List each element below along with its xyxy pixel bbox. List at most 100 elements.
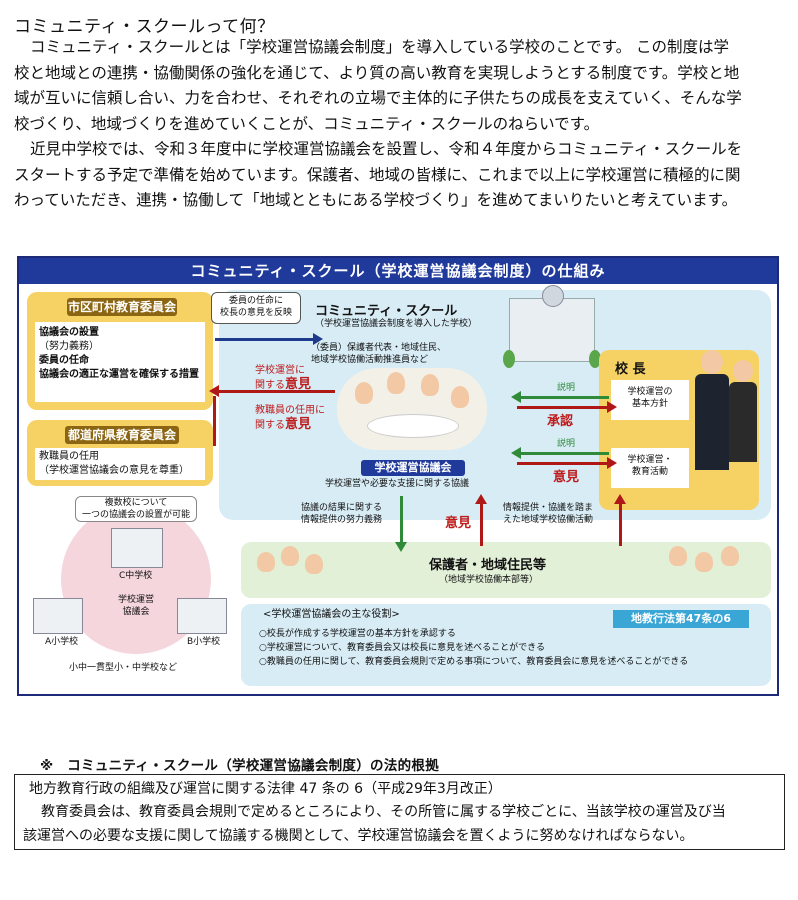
council-illustration (337, 368, 487, 450)
guardian-icon (281, 546, 299, 566)
city-board-label: 市区町村教育委員会 (67, 298, 177, 316)
intro-paragraph-1: コミュニティ・スクールとは「学校運営協議会制度」を導入している学校のことです。 … (14, 35, 789, 137)
cs-title: コミュニティ・スクール (315, 304, 458, 319)
arrow-line (517, 462, 609, 465)
text-line: スタートする予定で準備を始めています。保護者、地域の皆様に、これまで以上に学校運… (14, 165, 741, 184)
opinion-school: 学校運営に 関する意見 (255, 364, 311, 393)
note-line: 校長の意見を反映 (219, 308, 292, 318)
approve-label: 承認 (547, 414, 574, 429)
city-board-box: 市区町村教育委員会 協議会の設置 （努力義務） 委員の任命 協議会の適正な運営を… (27, 292, 213, 410)
b-school-label: B小学校 (187, 637, 221, 647)
multi-center-label: 学校運営 協議会 (111, 594, 161, 618)
city-item: 協議会の適正な運営を確保する措置 (39, 369, 199, 380)
note-line: 複数校について (104, 498, 168, 508)
guardian-icon (257, 552, 275, 572)
arrow-line (517, 396, 609, 399)
pref-board-items: 教職員の任用 （学校運営協議会の意見を尊重） (35, 448, 205, 480)
person-icon (421, 374, 439, 396)
guardian-icon (305, 554, 323, 574)
opinion-word: 意見 (285, 417, 312, 432)
clock-icon (542, 285, 564, 307)
resident-icon (695, 552, 713, 572)
intro-paragraph-2: 近見中学校では、令和３年度中に学校運営協議会を設置し、令和４年度からコミュニティ… (14, 137, 789, 214)
staff-body-icon (729, 382, 757, 462)
arrow-line (215, 390, 335, 393)
roles-box: <学校運営協議会の主な役割> ○校長が作成する学校運営の基本方針を承認する ○学… (241, 604, 771, 686)
text-line: 校と地域との連携・協働関係の強化を通じて、より質の高い教育を実現しようとする制度… (14, 63, 740, 82)
tree-icon (503, 350, 515, 368)
guardians-sub: （地域学校協働本部等） (439, 575, 539, 585)
pref-board-box: 都道府県教育委員会 教職員の任用 （学校運営協議会の意見を尊重） (27, 420, 213, 486)
person-icon (451, 386, 469, 408)
info-line: 協議の結果に関する (301, 503, 383, 513)
school-building-icon (509, 285, 595, 362)
arrow-head (607, 457, 617, 469)
info-line: 情報提供・協議を踏ま (503, 503, 594, 513)
role-item: ○教職員の任用に関して、教育委員会規則で定める事項について、教育委員会に意見を述… (259, 657, 689, 667)
diagram-header: コミュニティ・スクール（学校運営協議会制度）の仕組み (19, 258, 777, 284)
opinion-line: 教職員の任用に (255, 405, 325, 416)
tree-icon (589, 350, 601, 368)
legal-line-2: 教育委員会は、教育委員会規則で定めるところにより、その所管に属する学校ごとに、当… (41, 804, 726, 820)
arrow-head (209, 385, 219, 397)
box-line: 学校運営・ (627, 455, 673, 465)
arrow-line (213, 396, 216, 446)
legal-box: 地方教育行政の組織及び運営に関する法律 47 条の 6（平成29年3月改正） 教… (14, 774, 785, 850)
text-line: コミュニティ・スクールとは「学校運営協議会制度」を導入している学校のことです。 … (30, 38, 730, 56)
roles-title: <学校運営協議会の主な役割> (263, 609, 400, 620)
principal-box1: 学校運営の 基本方針 (611, 380, 689, 420)
explain-1: 説明 (557, 383, 576, 393)
info-line: 情報提供の努力義務 (301, 515, 383, 525)
city-board-items: 協議会の設置 （努力義務） 委員の任命 協議会の適正な運営を確保する措置 (35, 322, 205, 402)
arrow-line (480, 502, 483, 546)
principal-head-icon (701, 350, 723, 374)
principal-body-icon (695, 374, 729, 470)
a-school-icon (33, 598, 83, 634)
arrow-head (511, 391, 521, 403)
opinion-right-label: 意見 (553, 470, 580, 485)
opinion-line: 学校運営に (255, 365, 305, 376)
person-icon (355, 382, 373, 404)
center-line: 学校運営 (117, 595, 154, 605)
text-line: わっていただき、連携・協働して「地域とともにある学校づくり」を進めてまいりたいと… (14, 191, 738, 209)
council-label: 学校運営協議会 (361, 460, 465, 476)
arrow-line (517, 406, 609, 409)
arrow-head (607, 401, 617, 413)
cs-members: （委員）保護者代表・地域住民、 地域学校協働活動推進員など (311, 342, 446, 366)
legal-heading: ※ コミュニティ・スクール（学校運営協議会制度）の法的根拠 (40, 758, 440, 774)
c-school-label: C中学校 (119, 571, 153, 581)
info-line: えた地域学校協働活動 (503, 515, 594, 525)
c-school-icon (111, 528, 163, 568)
text-line: 校づくり、地域づくりを進めていくことが、コミュニティ・スクールのねらいです。 (14, 114, 600, 133)
box-line: 基本方針 (631, 399, 668, 409)
cs-diagram: コミュニティ・スクール（学校運営協議会制度）の仕組み 市区町村教育委員会 協議会… (17, 256, 779, 696)
member-line: （委員）保護者代表・地域住民、 (311, 343, 447, 353)
box-line: 学校運営の (627, 387, 673, 397)
cs-subtitle: （学校運営協議会制度を導入した学校） (315, 319, 478, 329)
text-line: 域が互いに信頼し合い、力を合わせ、それぞれの立場で主体的に子供たちの成長を支えて… (14, 89, 742, 107)
arrow-head (313, 333, 323, 345)
multi-school-note: 複数校について 一つの協議会の設置が可能 (75, 496, 197, 522)
opinion-mid-label: 意見 (445, 516, 472, 531)
arrow-line (619, 502, 622, 546)
council-sub: 学校運営や必要な支援に関する協議 (325, 479, 470, 489)
person-icon (387, 372, 405, 394)
arrow-line (517, 452, 609, 455)
role-item: ○学校運営について、教育委員会又は校長に意見を述べることができる (259, 643, 545, 653)
resident-icon (669, 546, 687, 566)
city-item: 協議会の設置 (39, 327, 99, 338)
b-school-icon (177, 598, 227, 634)
arrow-line (215, 338, 315, 341)
table-shape (367, 414, 459, 438)
multi-school-caption: 小中一貫型小・中学校など (69, 663, 178, 673)
arrow-head (614, 494, 626, 504)
law-tag: 地教行法第47条の6 (613, 610, 749, 628)
pref-board-label: 都道府県教育委員会 (65, 426, 179, 444)
principal-box2: 学校運営・ 教育活動 (611, 448, 689, 488)
role-item: ○校長が作成する学校運営の基本方針を承認する (259, 629, 456, 639)
arrow-head (475, 494, 487, 504)
legal-line-1: 地方教育行政の組織及び運営に関する法律 47 条の 6（平成29年3月改正） (29, 781, 502, 797)
arrow-head (511, 447, 521, 459)
opinion-line: 関する (255, 380, 285, 391)
pref-item: 教職員の任用 (39, 451, 99, 462)
